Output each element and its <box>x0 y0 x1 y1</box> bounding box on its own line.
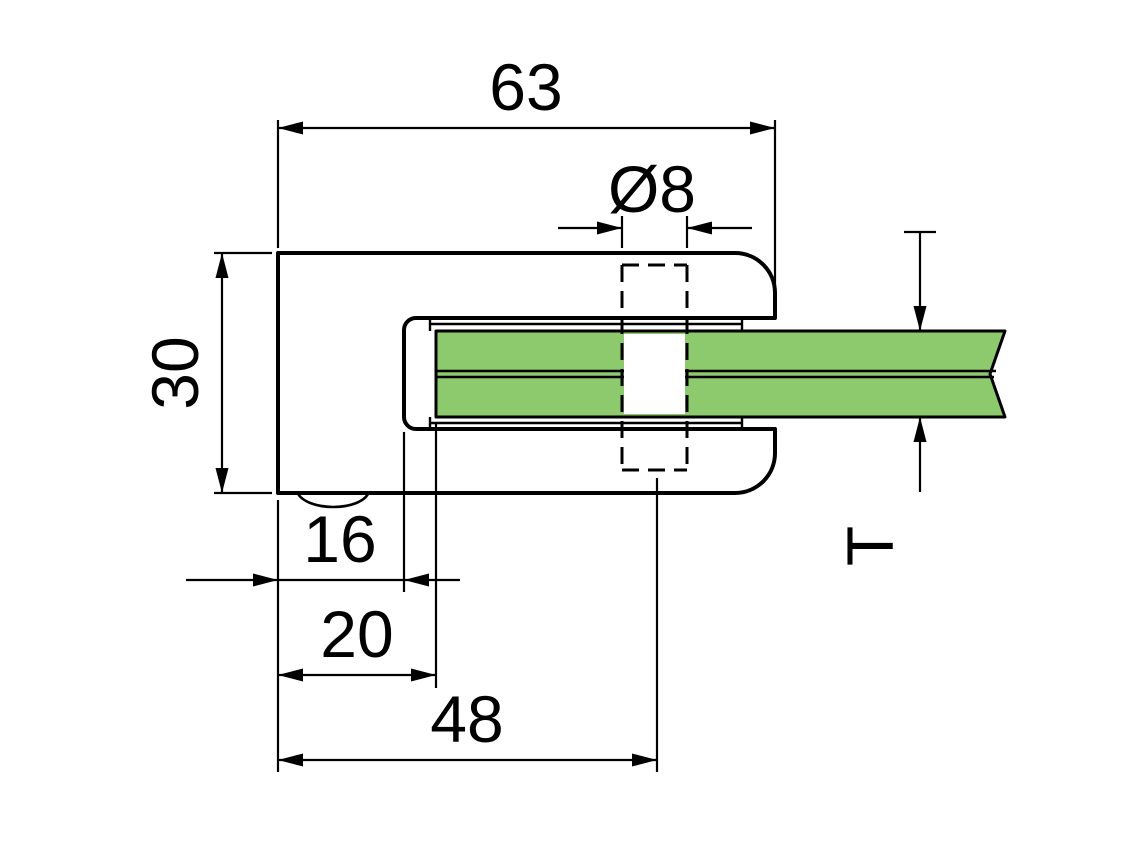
dim-glass-inset: 20 <box>278 424 438 688</box>
dim-20-label: 20 <box>320 597 393 671</box>
dim-glass-thickness: T <box>833 230 936 566</box>
glass-panel <box>434 329 1007 419</box>
dim-t-arrow-bottom <box>913 417 927 442</box>
dim-63-arrow-left <box>278 121 303 135</box>
dim-30-label: 30 <box>138 336 212 409</box>
dim-t-label: T <box>833 526 907 566</box>
dim-30-arrow-top <box>215 253 229 278</box>
glass-hole-gap <box>624 334 685 414</box>
dim-t-arrow-top <box>913 306 927 331</box>
dim-63-arrow-right <box>750 121 775 135</box>
set-screw-dome <box>295 491 371 509</box>
dim-d8-arrow-right <box>687 221 712 235</box>
clamp-body <box>276 251 777 509</box>
dim-overall-width: 63 <box>276 50 777 288</box>
dim-16-arrow-right <box>404 573 429 587</box>
dim-back-offset: 16 <box>186 432 460 592</box>
clamp-outline <box>276 251 777 495</box>
dim-20-arrow-left <box>278 668 303 682</box>
dim-63-label: 63 <box>489 50 562 124</box>
glass-pane <box>434 329 1007 419</box>
gasket-top <box>428 318 744 331</box>
dim-48-arrow-right <box>632 753 657 767</box>
glass-interlayer-lines <box>436 369 996 379</box>
dim-30-arrow-bottom <box>215 468 229 493</box>
hidden-hole-lines <box>620 263 689 472</box>
dim-body-height: 30 <box>138 251 272 495</box>
dim-hole-diameter: Ø8 <box>558 152 752 248</box>
dim-20-arrow-right <box>411 668 436 682</box>
dim-48-label: 48 <box>430 682 503 756</box>
dim-16-arrow-left <box>253 573 278 587</box>
dim-hole-center-offset: 48 <box>278 478 659 772</box>
dim-16-label: 16 <box>303 502 376 576</box>
dim-d8-label: Ø8 <box>608 152 696 226</box>
gasket-bottom <box>428 417 744 429</box>
dim-48-arrow-left <box>278 753 303 767</box>
dim-d8-arrow-left <box>597 221 622 235</box>
